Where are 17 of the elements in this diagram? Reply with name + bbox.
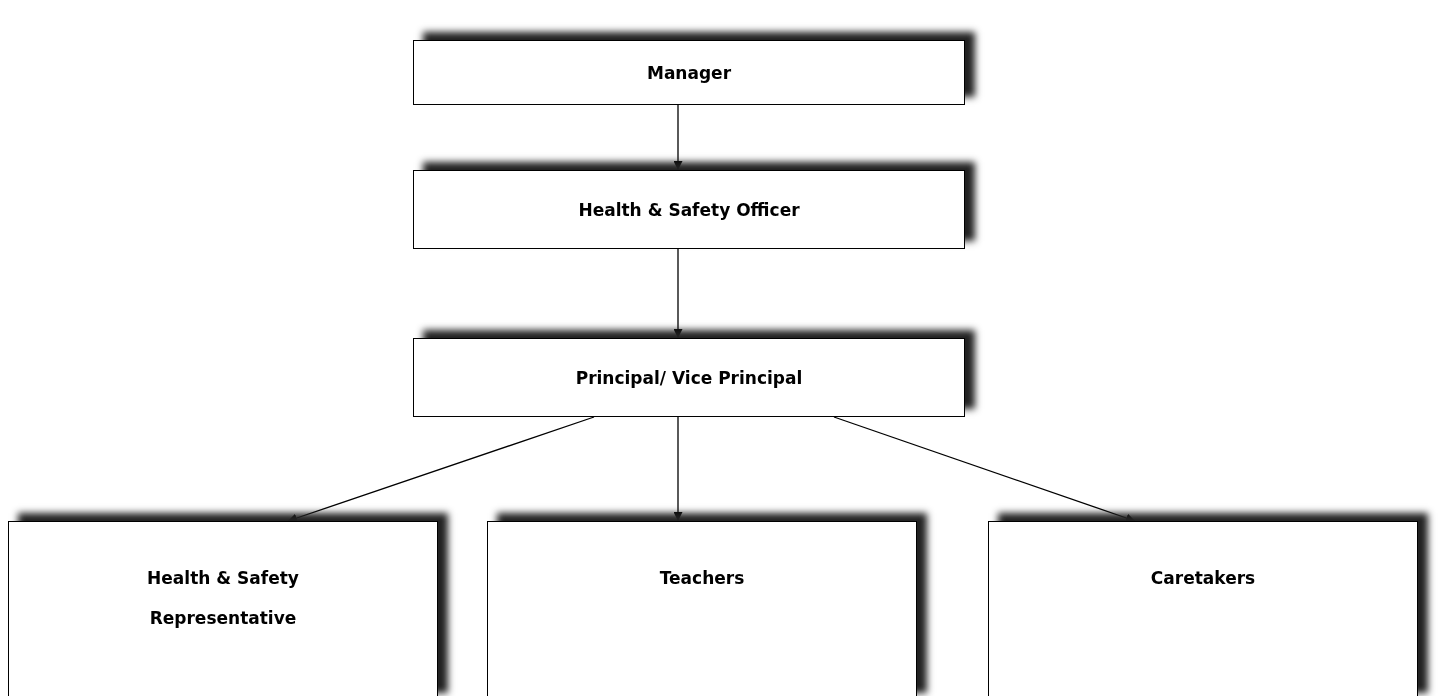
role-label: Caretakers — [1150, 567, 1256, 590]
org-box — [413, 170, 965, 249]
role-label: Manager — [646, 62, 731, 83]
arrow — [673, 248, 683, 339]
arrow — [673, 104, 683, 171]
role-label: Health & Safety Representative — [146, 567, 300, 630]
arrow — [673, 416, 683, 522]
org-box — [413, 40, 965, 105]
org-box — [487, 521, 917, 696]
org-box — [8, 521, 438, 696]
arrow — [287, 416, 595, 523]
org-box — [988, 521, 1418, 696]
role-label: Health & Safety Officer — [578, 199, 800, 220]
arrow — [833, 416, 1136, 523]
role-label: Principal/ Vice Principal — [575, 367, 803, 388]
role-label: Teachers — [659, 567, 745, 590]
org-box — [413, 338, 965, 417]
